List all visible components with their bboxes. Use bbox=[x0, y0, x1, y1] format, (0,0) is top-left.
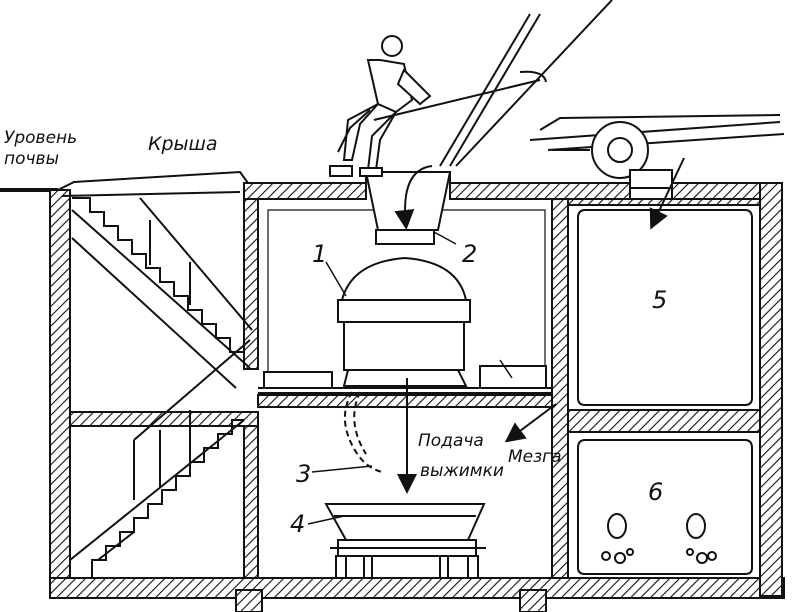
callout-5: 5 bbox=[652, 286, 667, 314]
tank-openings bbox=[601, 513, 717, 564]
callout-3: 3 bbox=[296, 460, 311, 488]
feed-label-line2: выжимки bbox=[420, 461, 504, 481]
callout-4: 4 bbox=[290, 510, 305, 538]
press-platform bbox=[258, 387, 552, 394]
roof-label: Крыша bbox=[148, 133, 218, 155]
roof-cover bbox=[57, 170, 249, 197]
staircase bbox=[69, 197, 253, 578]
ground-level-label-line1: Уровень bbox=[4, 128, 77, 148]
ground-level-label-line2: почвы bbox=[4, 149, 59, 169]
flow-arrows bbox=[343, 157, 685, 494]
callout-2: 2 bbox=[462, 240, 477, 268]
press-basket bbox=[263, 256, 547, 389]
callout-6: 6 bbox=[648, 478, 663, 506]
pulp-label: Мезга bbox=[508, 447, 562, 467]
callout-1: 1 bbox=[312, 240, 327, 268]
concrete-structure bbox=[49, 182, 785, 612]
callout-leaders bbox=[307, 231, 513, 525]
feed-hopper bbox=[364, 171, 452, 245]
pomace-cart bbox=[324, 503, 486, 579]
unloading-vehicle bbox=[455, 0, 785, 189]
feed-label-line1: Подача bbox=[418, 431, 484, 451]
worker-figure bbox=[329, 13, 547, 177]
